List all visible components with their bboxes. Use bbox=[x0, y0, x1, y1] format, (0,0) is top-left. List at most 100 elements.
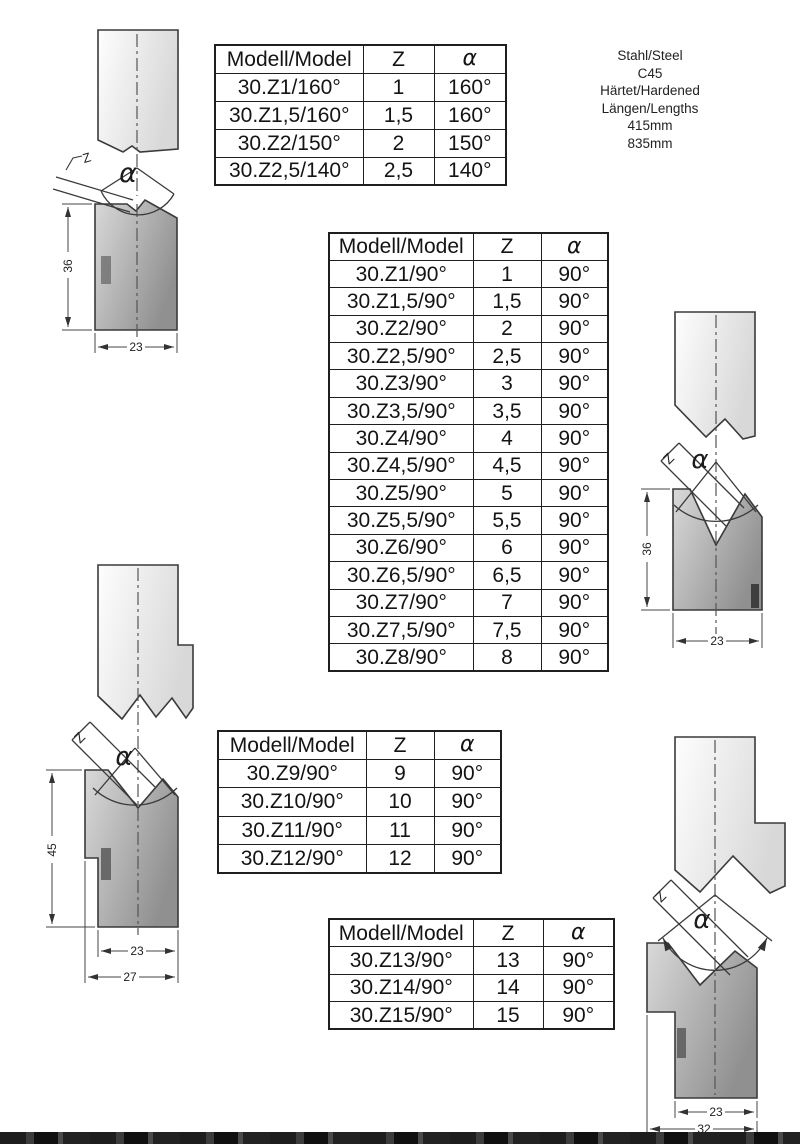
table-cell: 1 bbox=[362, 72, 435, 102]
table-cell: 7,5 bbox=[472, 615, 542, 645]
dimension-width: 23 bbox=[97, 930, 179, 983]
table-cell: 10 bbox=[365, 787, 435, 817]
table-cell: 30.Z15/90° bbox=[328, 1001, 474, 1030]
table-cell: 30.Z7,5/90° bbox=[328, 615, 474, 645]
dim-height-value: 36 bbox=[61, 259, 75, 273]
table-cell: 30.Z7/90° bbox=[328, 588, 474, 617]
table-cell: 5 bbox=[472, 479, 542, 508]
table-cell: 30.Z1/160° bbox=[214, 72, 364, 102]
table-cell: 150° bbox=[433, 128, 507, 158]
table-cell: 30.Z4/90° bbox=[328, 424, 474, 453]
table-cell: 90° bbox=[433, 758, 502, 789]
table-cell: 30.Z13/90° bbox=[328, 946, 474, 975]
column-header: α bbox=[433, 730, 502, 760]
die-outline bbox=[672, 488, 763, 611]
table-cell: 160° bbox=[433, 100, 507, 130]
table-cell: 1 bbox=[472, 259, 542, 289]
table-cell: 6 bbox=[472, 533, 542, 563]
table-cell: 30.Z1/90° bbox=[328, 259, 474, 289]
dimension-height: 36 bbox=[60, 203, 92, 331]
knurl-mark bbox=[101, 256, 111, 284]
column-header: Modell/Model bbox=[214, 44, 364, 74]
column-header: Modell/Model bbox=[217, 730, 367, 760]
table-cell: 5,5 bbox=[472, 506, 542, 535]
die-outline bbox=[646, 942, 758, 1099]
table-cell: 30.Z6,5/90° bbox=[328, 561, 474, 590]
column-header: Z bbox=[362, 44, 435, 74]
page-bottom-edge bbox=[0, 1132, 800, 1144]
dim-width-value: 23 bbox=[709, 1105, 723, 1119]
table-cell: 3 bbox=[472, 369, 542, 398]
table-cell: 30.Z5/90° bbox=[328, 479, 474, 508]
table-cell: 30.Z3,5/90° bbox=[328, 396, 474, 426]
table-cell: 30.Z11/90° bbox=[217, 815, 367, 846]
dim-width-outer-value: 27 bbox=[123, 970, 137, 984]
material-spec-line: Stahl/Steel bbox=[617, 48, 683, 63]
drawing-tool-90-xlarge: Z α 23 32 bbox=[646, 736, 786, 1136]
table-cell: 30.Z2,5/140° bbox=[214, 156, 364, 186]
table-cell: 30.Z2/90° bbox=[328, 314, 474, 344]
table-cell: 30.Z3/90° bbox=[328, 369, 474, 398]
table-cell: 30.Z14/90° bbox=[328, 973, 474, 1002]
table-cell: 1,5 bbox=[472, 287, 542, 316]
punch-outline bbox=[674, 736, 786, 894]
table-cell: 90° bbox=[540, 588, 609, 617]
angle-arc-legs bbox=[657, 894, 773, 942]
table-cell: 90° bbox=[540, 615, 609, 645]
dimension-width: 23 bbox=[94, 333, 178, 354]
drawing-tool-obtuse: Z α 36 23 bbox=[52, 29, 179, 354]
table-cell: 90° bbox=[540, 369, 609, 398]
table-cell: 7 bbox=[472, 588, 542, 617]
table-cell: 30.Z8/90° bbox=[328, 643, 474, 672]
table-cell: 11 bbox=[365, 815, 435, 846]
table-cell: 30.Z2/150° bbox=[214, 128, 364, 158]
dimension-height: 45 bbox=[44, 769, 95, 928]
z-band bbox=[660, 442, 745, 527]
table-cell: 90° bbox=[540, 287, 609, 316]
z-label: Z bbox=[81, 149, 93, 166]
table-cell: 90° bbox=[540, 561, 609, 590]
column-header: α bbox=[433, 44, 507, 74]
table-cell: 90° bbox=[542, 973, 615, 1002]
column-header: Z bbox=[365, 730, 435, 760]
table-cell: 90° bbox=[433, 815, 502, 846]
table-cell: 90° bbox=[540, 424, 609, 453]
table-cell: 90° bbox=[433, 844, 502, 874]
die-outline bbox=[94, 198, 178, 331]
table-cell: 2,5 bbox=[362, 156, 435, 186]
angle-arc bbox=[100, 167, 175, 216]
table-cell: 30.Z12/90° bbox=[217, 844, 367, 874]
z-label: Z bbox=[660, 449, 678, 467]
table-cell: 1,5 bbox=[362, 100, 435, 130]
z-leader bbox=[65, 155, 83, 171]
dim-width-value: 23 bbox=[129, 340, 143, 354]
z-band bbox=[52, 188, 131, 213]
table-cell: 15 bbox=[472, 1001, 544, 1030]
drawing-tool-90-large: Z α 45 23 bbox=[44, 564, 194, 984]
table-cell: 90° bbox=[542, 946, 615, 975]
dim-height-value: 45 bbox=[45, 843, 59, 857]
table-cell: 8 bbox=[472, 643, 542, 672]
